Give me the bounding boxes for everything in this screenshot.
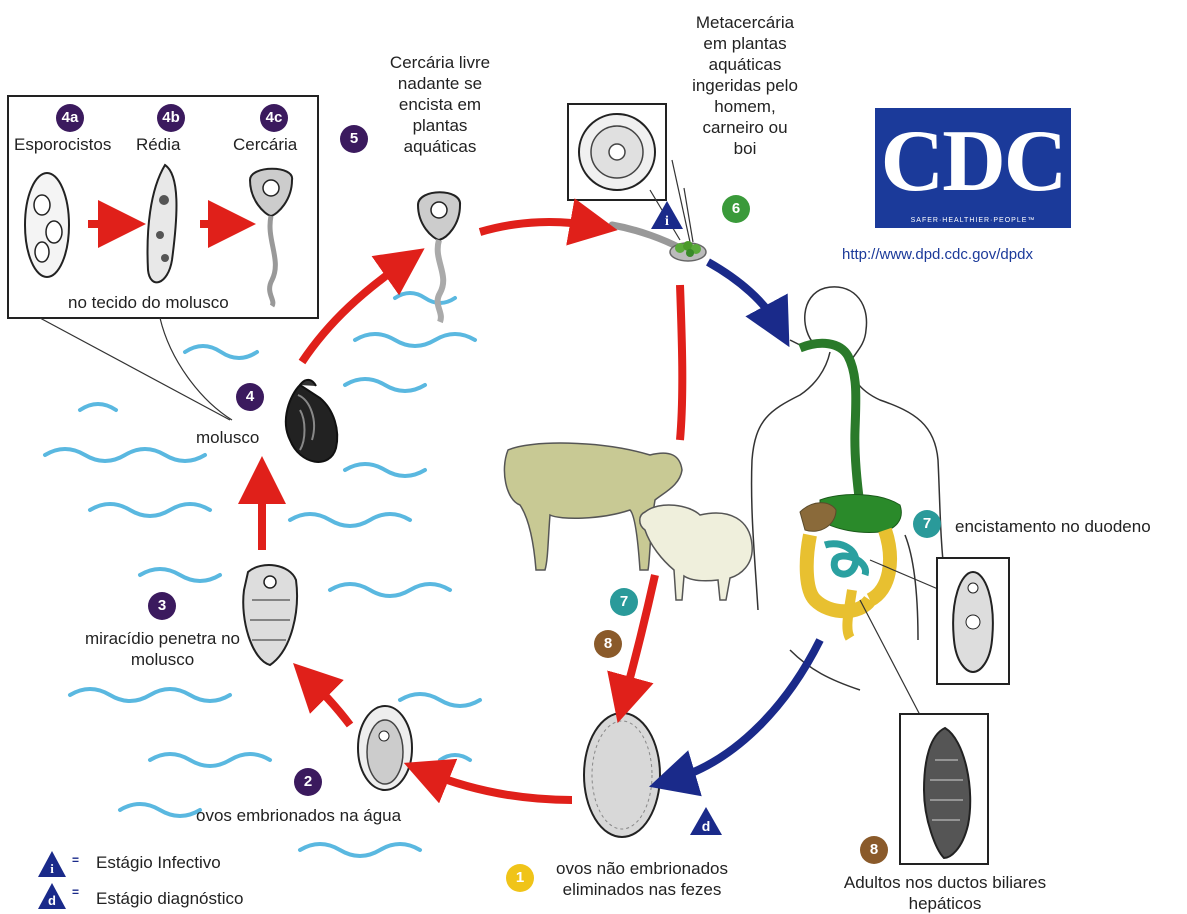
embryonated-egg-figure (358, 706, 412, 790)
label-sporocysts: Esporocistos (14, 134, 111, 155)
label-stage-7: encistamento no duodeno (955, 516, 1151, 537)
cdc-url[interactable]: http://www.dpd.cdc.gov/dpdx (842, 246, 1033, 263)
small-intestine (825, 544, 866, 575)
legend-diagnostic-icon: d = (38, 882, 82, 910)
stage-badge-4b: 4b (157, 104, 185, 132)
inset-pointer-line (160, 318, 232, 420)
unembryonated-egg-figure (584, 713, 660, 837)
red-arrow-2-to-3 (310, 680, 350, 725)
label-inset-caption: no tecido do molusco (68, 292, 229, 313)
svg-text:i: i (50, 861, 54, 876)
inset-pointer-line (40, 318, 230, 420)
infective-stage-marker: i (650, 200, 684, 230)
free-cercaria-figure (418, 192, 460, 322)
svg-text:=: = (72, 885, 79, 899)
diagnostic-stage-marker: d (689, 806, 723, 836)
legend-infective-icon: i = (38, 850, 82, 878)
stage-badge-1: 1 (506, 864, 534, 892)
cdc-logo-tagline: SAFER·HEALTHIER·PEOPLE™ (875, 217, 1071, 224)
stage-badge-7-animal: 7 (610, 588, 638, 616)
snail-figure (286, 380, 337, 462)
stage-badge-4c: 4c (260, 104, 288, 132)
stage-badge-6: 6 (722, 195, 750, 223)
sporocyst-figure (25, 173, 69, 277)
label-stage-4: molusco (196, 427, 259, 448)
svg-text:d: d (48, 893, 56, 908)
stage-badge-8-human: 8 (860, 836, 888, 864)
svg-text:i: i (665, 214, 669, 229)
stage-badge-4: 4 (236, 383, 264, 411)
svg-text:=: = (72, 853, 79, 867)
legend-diagnostic-label: Estágio diagnóstico (96, 888, 243, 909)
stage-badge-7-human: 7 (913, 510, 941, 538)
legend: i = Estágio Infectivo d = Estágio diagnó… (38, 846, 298, 910)
stage-badge-2: 2 (294, 768, 322, 796)
red-arrow-6-down (680, 285, 682, 440)
red-arrow-1-to-2 (426, 772, 572, 800)
red-arrow-5-to-6 (480, 222, 594, 232)
stage-badge-3: 3 (148, 592, 176, 620)
label-cercaria: Cercária (233, 134, 297, 155)
stage-badge-4a: 4a (56, 104, 84, 132)
blue-arrow-eggs-passed (672, 640, 820, 780)
digestive-tract (800, 343, 860, 505)
svg-text:d: d (702, 818, 711, 834)
stage-badge-8-animal: 8 (594, 630, 622, 658)
spoon-with-plants (612, 225, 706, 261)
cdc-logo: CDC SAFER·HEALTHIER·PEOPLE™ (875, 108, 1071, 228)
liver (800, 503, 836, 532)
stage-badge-5: 5 (340, 125, 368, 153)
label-redia: Rédia (136, 134, 180, 155)
legend-infective-label: Estágio Infectivo (96, 852, 221, 873)
label-stage-2: ovos embrionados na água (196, 805, 401, 826)
blue-arrow-ingestion (708, 262, 778, 326)
cdc-logo-text: CDC (875, 114, 1071, 210)
